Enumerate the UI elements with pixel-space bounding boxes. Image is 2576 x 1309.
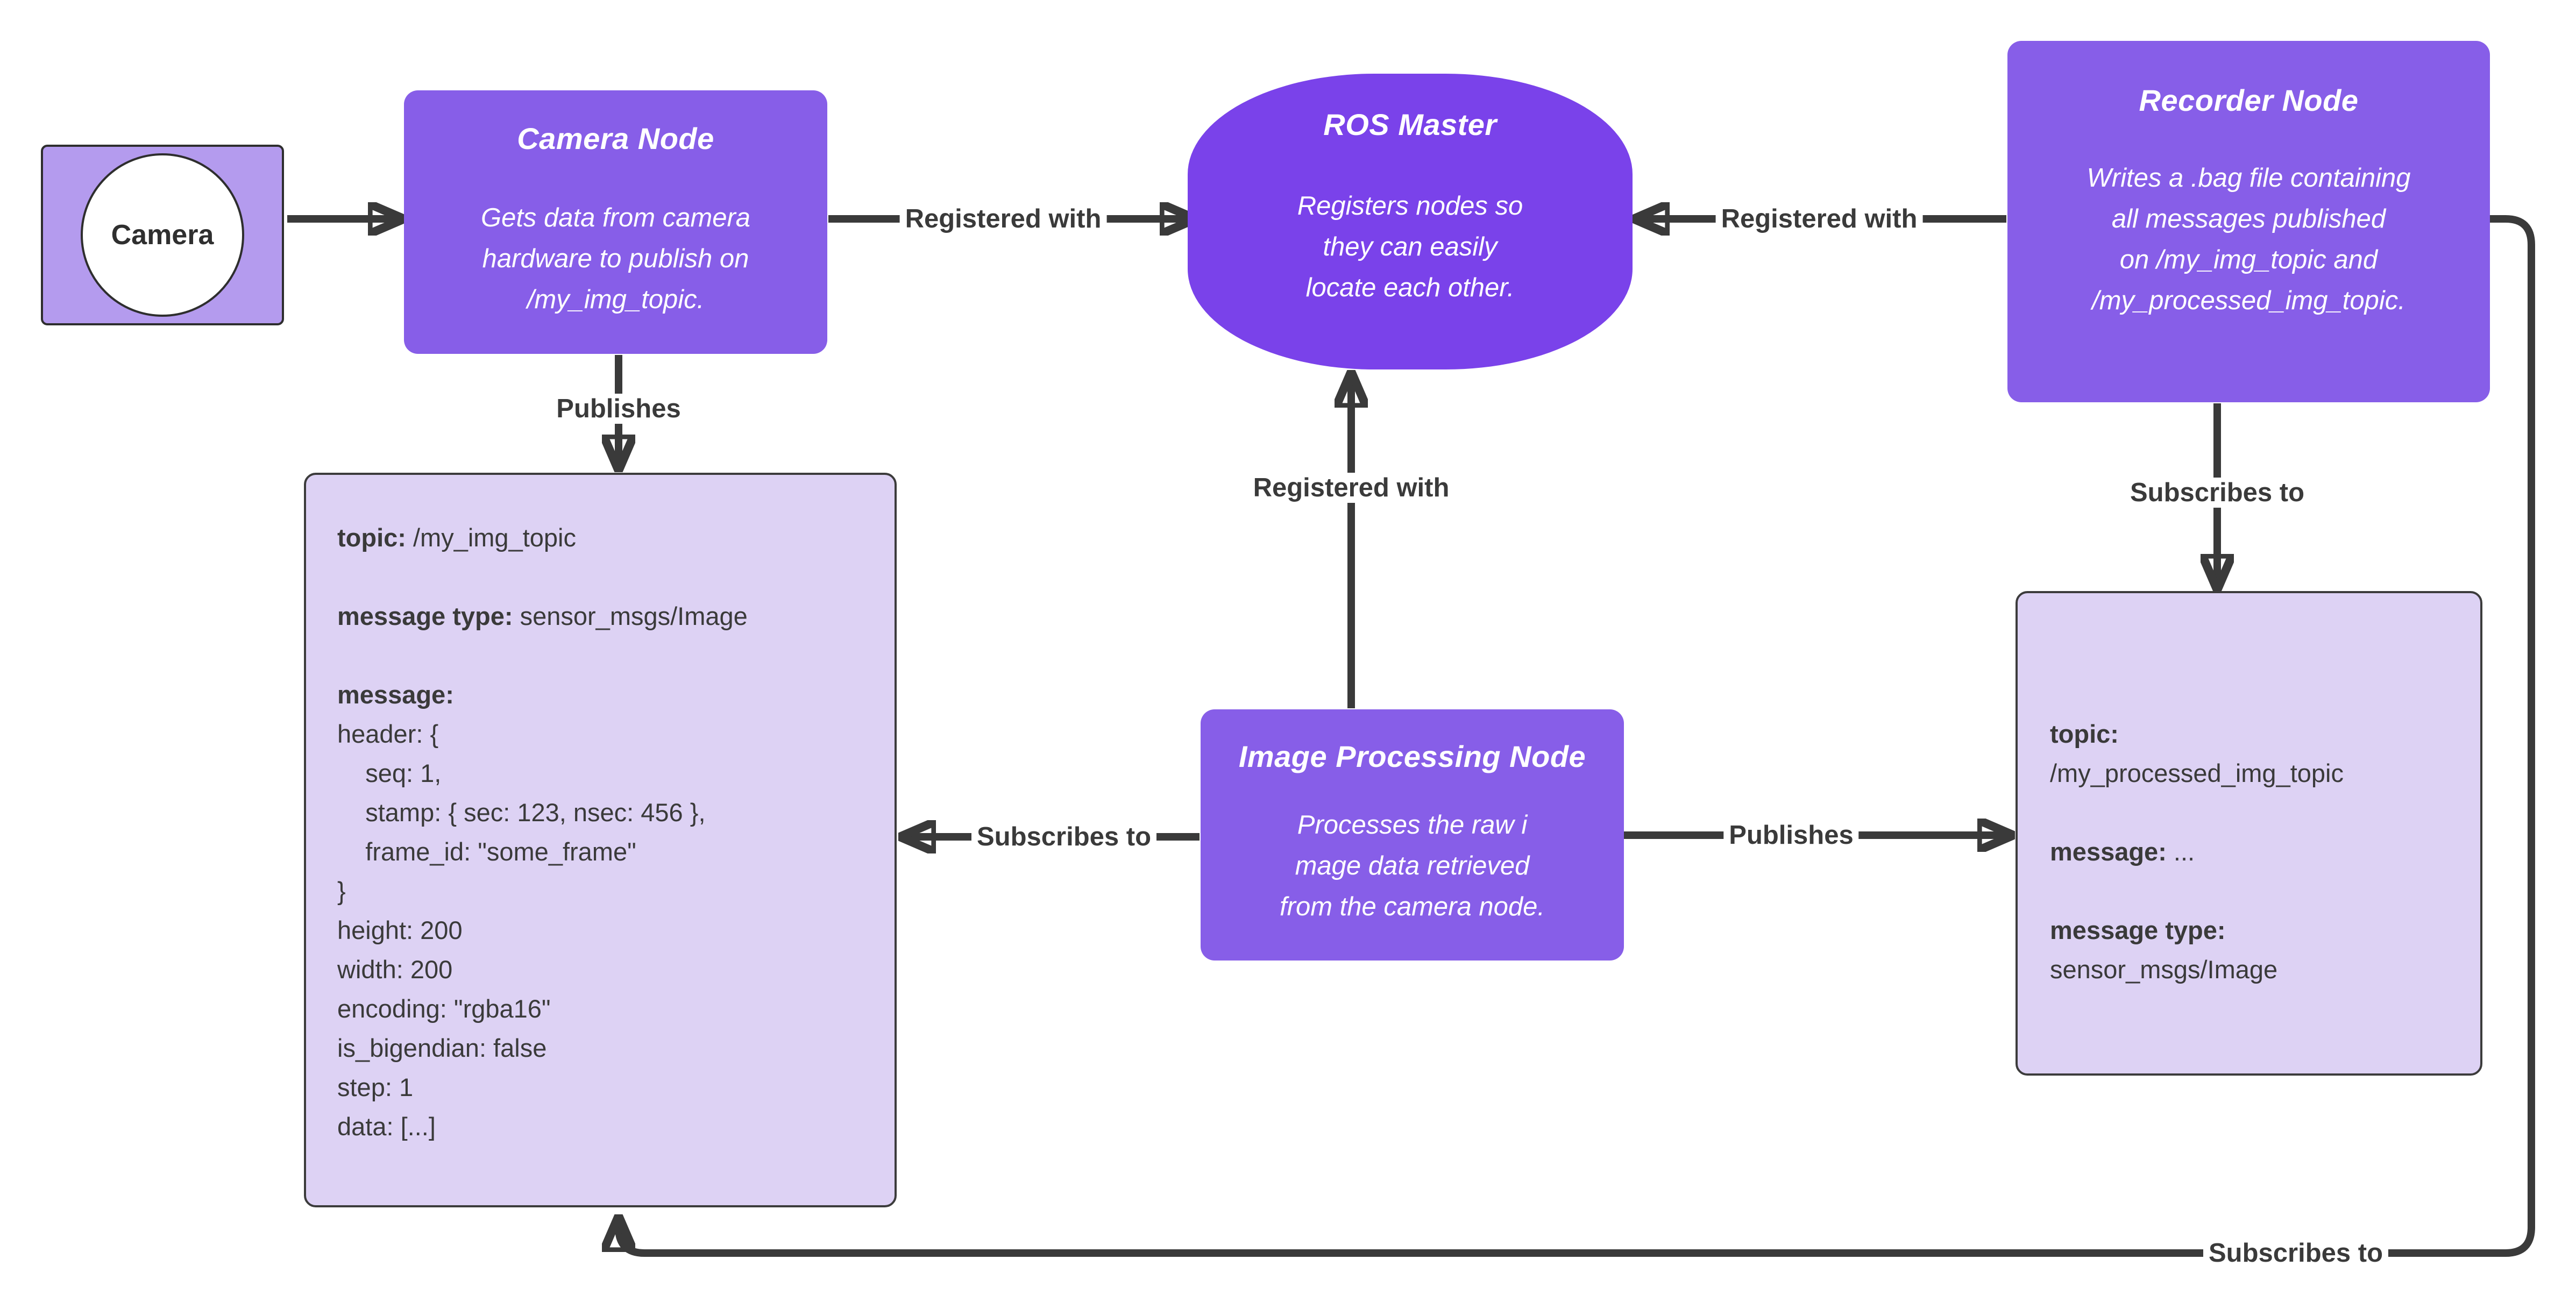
edge-label-publishes-image-processing: Publishes bbox=[1723, 820, 1859, 850]
message-line: message: ... bbox=[2050, 832, 2451, 871]
message-value: ... bbox=[2173, 837, 2195, 866]
recorder-node-box: Recorder Node Writes a .bag file contain… bbox=[2007, 41, 2490, 402]
camera-hardware-box: Camera bbox=[41, 145, 284, 325]
message-type-label: message type: bbox=[337, 602, 513, 630]
camera-node-title: Camera Node bbox=[517, 122, 714, 155]
message-type-label: message type: bbox=[2050, 916, 2226, 944]
edge-label-publishes-camera-node: Publishes bbox=[551, 394, 686, 424]
edge-label-subscribes-recorder-raw: Subscribes to bbox=[2203, 1238, 2389, 1268]
edge-label-registered-with-image-processing: Registered with bbox=[1247, 473, 1455, 503]
edge-label-subscribes-recorder-processed: Subscribes to bbox=[2124, 478, 2310, 508]
image-processing-node-box: Image Processing Node Processes the raw … bbox=[1201, 709, 1624, 961]
ros-master-body: Registers nodes so they can easily locat… bbox=[1297, 191, 1523, 302]
message-label: message: bbox=[337, 680, 454, 709]
camera-node-box: Camera Node Gets data from camera hardwa… bbox=[404, 90, 827, 354]
arrow-recorder-subscribes-img-topic bbox=[619, 215, 2535, 1257]
img-topic-detail-box: topic: /my_img_topic message type: senso… bbox=[304, 473, 897, 1207]
ros-master-box: ROS Master Registers nodes so they can e… bbox=[1188, 74, 1633, 369]
camera-label: Camera bbox=[111, 219, 214, 251]
message-line: message: bbox=[337, 675, 865, 714]
camera-ellipse: Camera bbox=[81, 153, 244, 317]
message-content: header: { seq: 1, stamp: { sec: 123, nse… bbox=[337, 720, 706, 1141]
ros-master-title: ROS Master bbox=[1323, 108, 1497, 141]
topic-label: topic: bbox=[337, 523, 406, 552]
message-type-line: message type: sensor_msgs/Image bbox=[337, 596, 865, 636]
message-label: message: bbox=[2050, 837, 2167, 866]
camera-node-body: Gets data from camera hardware to publis… bbox=[480, 203, 751, 314]
topic-value: /my_processed_img_topic bbox=[2050, 759, 2344, 787]
recorder-node-title: Recorder Node bbox=[2139, 83, 2359, 117]
edge-label-registered-with-recorder-node: Registered with bbox=[1715, 204, 1923, 234]
edge-label-registered-with-camera-node: Registered with bbox=[899, 204, 1107, 234]
topic-line: topic: /my_img_topic bbox=[337, 518, 865, 557]
edge-label-subscribes-image-processing: Subscribes to bbox=[971, 822, 1157, 852]
image-processing-node-title: Image Processing Node bbox=[1238, 739, 1586, 773]
topic-label: topic: bbox=[2050, 720, 2119, 748]
topic-value: /my_img_topic bbox=[413, 523, 576, 552]
recorder-node-body: Writes a .bag file containing all messag… bbox=[2087, 163, 2411, 315]
processed-topic-detail-box: topic: /my_processed_img_topic message: … bbox=[2016, 591, 2482, 1076]
message-type-value: sensor_msgs/Image bbox=[2050, 955, 2278, 984]
image-processing-node-body: Processes the raw i mage data retrieved … bbox=[1280, 810, 1545, 921]
message-type-value: sensor_msgs/Image bbox=[520, 602, 748, 630]
